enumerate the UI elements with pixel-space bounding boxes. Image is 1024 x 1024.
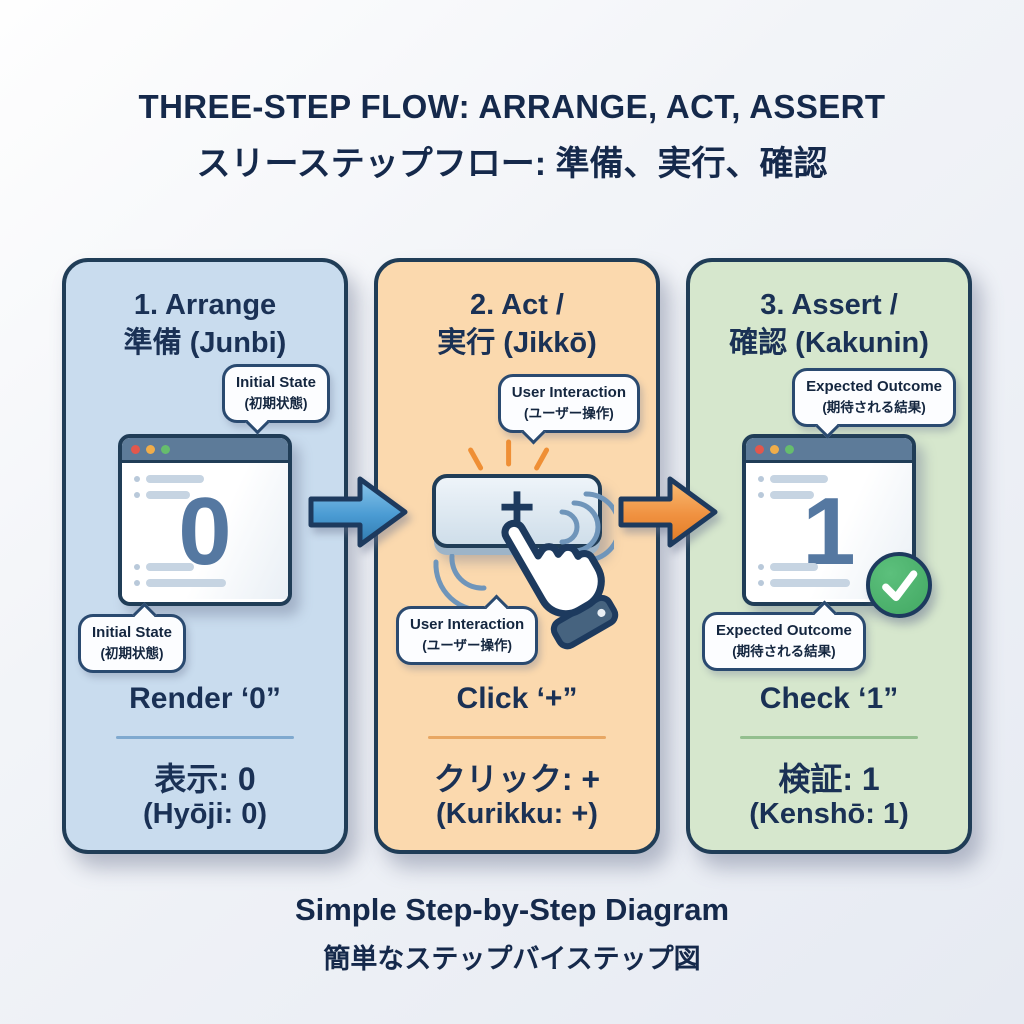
callout-label-ja: (期待される結果) [732,644,836,659]
action-label: Render ‘0” [129,682,281,715]
step-heading-ja: 実行 (Jikkō) [437,327,597,360]
step-heading: 3. Assert / 確認 (Kakunin) [690,286,968,363]
skeleton-lines-bottom [134,563,226,587]
step-heading-ja: 準備 (Junbi) [123,327,287,360]
window-titlebar [746,438,912,463]
close-dot-icon [131,444,140,454]
skeleton-lines-bottom [758,563,850,587]
skeleton-lines-top [758,475,828,499]
action-label: Click ‘+” [456,682,578,715]
callout-initial-state-bottom: Initial State (初期状態) [78,602,187,673]
minimize-dot-icon [770,444,779,454]
footer-caption: Simple Step-by-Step Diagram 簡単なステップバイステッ… [0,892,1024,976]
result-japanese: 検証: 1 [778,761,880,797]
step-heading-en: 3. Assert / [760,289,898,321]
callout-label-en: User Interaction [511,384,626,401]
callout-label-en: Expected Outcome [806,378,942,395]
step-card-assert: 3. Assert / 確認 (Kakunin) Expected Outcom… [686,258,972,854]
result-romaji: (Kurikku: +) [436,798,598,830]
step-card-arrange: 1. Arrange 準備 (Junbi) Initial State (初期状… [62,258,348,854]
callout-label-ja: (期待される結果) [822,400,926,415]
footer-english: Simple Step-by-Step Diagram [294,892,730,927]
page-title: THREE-STEP FLOW: ARRANGE, ACT, ASSERT スリ… [0,88,1024,185]
callout-label-ja: (ユーザー操作) [524,406,614,421]
hand-cursor-icon [501,519,619,650]
callout-label-en: Expected Outcome [716,622,852,639]
maximize-dot-icon [785,444,794,454]
window-titlebar [122,438,288,463]
callout-expected-outcome-bottom: Expected Outcome (期待される結果) [702,600,866,671]
divider [740,736,918,739]
result-romaji: (Kenshō: 1) [749,798,909,830]
skeleton-lines-top [134,475,204,499]
callout-tail [245,410,270,435]
divider [428,736,606,739]
callout-label-en: Initial State [92,624,173,641]
callout-label-en: User Interaction [410,616,525,633]
action-label: Check ‘1” [759,682,899,715]
flow-arrow-blue-icon [308,476,408,548]
ripple-icon [559,491,614,563]
click-spark-icon [468,439,550,471]
callout-user-interaction-top: User Interaction (ユーザー操作) [497,374,640,445]
window-content: 1 [746,463,912,599]
title-japanese: スリーステップフロー: 準備、実行、確認 [196,145,828,183]
result-japanese: 表示: 0 [154,761,256,797]
title-english: THREE-STEP FLOW: ARRANGE, ACT, ASSERT [138,88,886,125]
result-romaji: (Hyōji: 0) [142,798,268,830]
callout-label-ja: (ユーザー操作) [422,638,512,653]
callout-label-en: Initial State [235,374,316,391]
step-heading: 1. Arrange 準備 (Junbi) [66,286,344,363]
callout-expected-outcome-top: Expected Outcome (期待される結果) [792,368,956,439]
browser-window-result: 1 [742,434,916,606]
window-content: 0 [122,463,288,599]
success-check-icon [866,552,932,618]
flow-arrow-orange-icon [618,476,718,548]
browser-window-initial: 0 [118,434,292,606]
plus-button: + [432,473,602,548]
callout-tail [132,602,157,627]
callout-label-ja: (初期状態) [100,646,164,661]
callout-initial-state-top: Initial State (初期状態) [221,364,330,435]
divider [116,736,294,739]
step-card-act: 2. Act / 実行 (Jikkō) User Interaction (ユー… [374,258,660,854]
footer-japanese: 簡単なステップバイステップ図 [323,944,701,974]
step-heading-en: 1. Arrange [133,289,277,321]
step-heading: 2. Act / 実行 (Jikkō) [378,286,656,363]
close-dot-icon [755,444,764,454]
maximize-dot-icon [161,444,170,454]
step-heading-en: 2. Act / [469,289,564,321]
callout-user-interaction-bottom: User Interaction (ユーザー操作) [396,594,539,665]
result-japanese: クリック: + [433,761,601,797]
minimize-dot-icon [146,444,155,454]
callout-label-ja: (初期状態) [244,396,308,411]
step-heading-ja: 確認 (Kakunin) [729,327,929,360]
